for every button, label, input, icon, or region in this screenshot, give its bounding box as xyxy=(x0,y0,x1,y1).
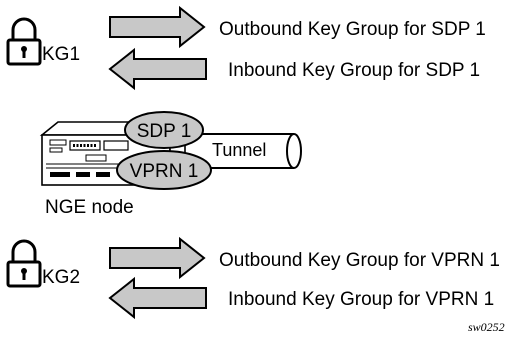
kg1-label: KG1 xyxy=(42,44,80,65)
kg2-outbound-label: Outbound Key Group for VPRN 1 xyxy=(219,250,500,271)
sdp-ellipse xyxy=(124,111,204,149)
kg2-label: KG2 xyxy=(42,267,80,288)
sdp-label: SDP 1 xyxy=(137,121,192,142)
right-arrow-icon xyxy=(109,236,206,280)
figure-code: sw0252 xyxy=(468,320,505,334)
kg1-inbound-label: Inbound Key Group for SDP 1 xyxy=(228,60,480,81)
nge-node-group: Tunnel SDP 1 VPRN 1 NGE node xyxy=(39,111,302,218)
vprn-label: VPRN 1 xyxy=(130,161,199,182)
kg1-outbound-label: Outbound Key Group for SDP 1 xyxy=(219,19,486,40)
kg1-group: KG1 Outbound Key Group for SDP 1 Inbound… xyxy=(6,5,486,91)
padlock-icon xyxy=(6,17,42,66)
nge-node-label: NGE node xyxy=(45,197,134,218)
left-arrow-icon xyxy=(108,276,207,320)
padlock-icon xyxy=(6,239,42,288)
vprn-ellipse xyxy=(116,150,212,190)
kg2-group: KG2 Outbound Key Group for VPRN 1 Inboun… xyxy=(6,236,500,320)
left-arrow-icon xyxy=(108,47,207,91)
right-arrow-icon xyxy=(109,5,206,49)
kg2-inbound-label: Inbound Key Group for VPRN 1 xyxy=(228,289,494,310)
tunnel-label: Tunnel xyxy=(212,140,266,160)
